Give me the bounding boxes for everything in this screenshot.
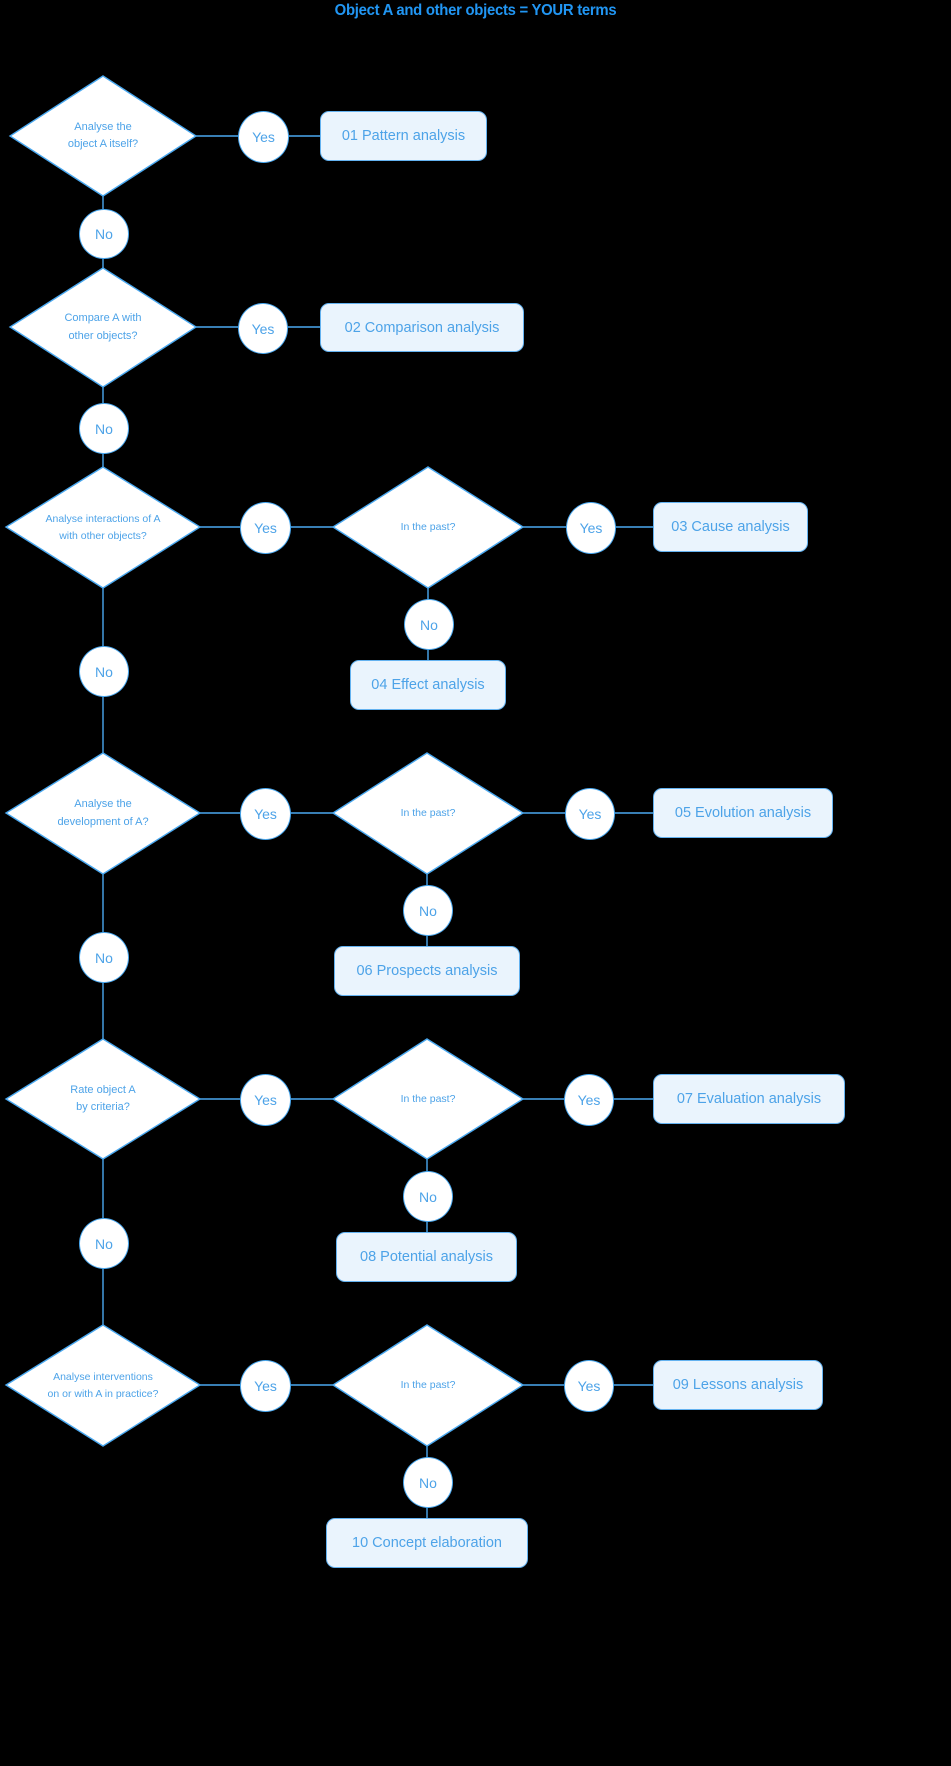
result-box-09-lessons-analysis[interactable]: 09 Lessons analysis	[653, 1360, 823, 1410]
decision-label: In the past?	[400, 1092, 456, 1105]
edge-label-yes-5[interactable]: Yes	[240, 1074, 291, 1126]
edge-label-yes-6b[interactable]: Yes	[564, 1360, 614, 1412]
result-box-02-comparison-analysis[interactable]: 02 Comparison analysis	[320, 303, 524, 352]
decision-label: In the past?	[400, 1379, 456, 1392]
result-box-05-evolution-analysis[interactable]: 05 Evolution analysis	[653, 788, 833, 838]
result-box-06-prospects-analysis[interactable]: 06 Prospects analysis	[334, 946, 520, 996]
decision-node-in-the-past-5[interactable]: In the past?	[333, 1039, 523, 1159]
decision-label: In the past?	[400, 521, 456, 534]
edge-label-no-5[interactable]: No	[79, 1218, 129, 1269]
edge-label-yes-6[interactable]: Yes	[240, 1360, 291, 1412]
edge-label-yes-4b[interactable]: Yes	[565, 788, 615, 840]
page-title: Object A and other objects = YOUR terms	[334, 2, 617, 19]
decision-node-in-the-past-6[interactable]: In the past?	[333, 1325, 523, 1446]
edge-label-no-3[interactable]: No	[79, 646, 129, 697]
decision-node-in-the-past-3[interactable]: In the past?	[333, 467, 523, 588]
edge-label-no-4b[interactable]: No	[403, 885, 453, 936]
result-box-01-pattern-analysis[interactable]: 01 Pattern analysis	[320, 111, 487, 161]
result-box-03-cause-analysis[interactable]: 03 Cause analysis	[653, 502, 808, 552]
edge-label-no-1[interactable]: No	[79, 209, 129, 259]
result-box-08-potential-analysis[interactable]: 08 Potential analysis	[336, 1232, 517, 1282]
edge-label-no-6b[interactable]: No	[403, 1457, 453, 1508]
decision-label: In the past?	[400, 807, 456, 820]
edge-label-no-4[interactable]: No	[79, 932, 129, 983]
edge-label-no-5b[interactable]: No	[403, 1171, 453, 1222]
edge-label-yes-1[interactable]: Yes	[238, 111, 289, 163]
result-box-04-effect-analysis[interactable]: 04 Effect analysis	[350, 660, 506, 710]
edge-label-yes-5b[interactable]: Yes	[564, 1074, 614, 1126]
edge-label-yes-2[interactable]: Yes	[238, 303, 288, 354]
decision-node-in-the-past-4[interactable]: In the past?	[333, 753, 523, 874]
edge-label-no-2[interactable]: No	[79, 403, 129, 454]
edge-label-yes-4[interactable]: Yes	[240, 788, 291, 840]
result-box-10-concept-elaboration[interactable]: 10 Concept elaboration	[326, 1518, 528, 1568]
edge-label-yes-3[interactable]: Yes	[240, 502, 291, 554]
edge-label-no-3b[interactable]: No	[404, 599, 454, 650]
edge-label-yes-3b[interactable]: Yes	[566, 502, 616, 554]
result-box-07-evaluation-analysis[interactable]: 07 Evaluation analysis	[653, 1074, 845, 1124]
